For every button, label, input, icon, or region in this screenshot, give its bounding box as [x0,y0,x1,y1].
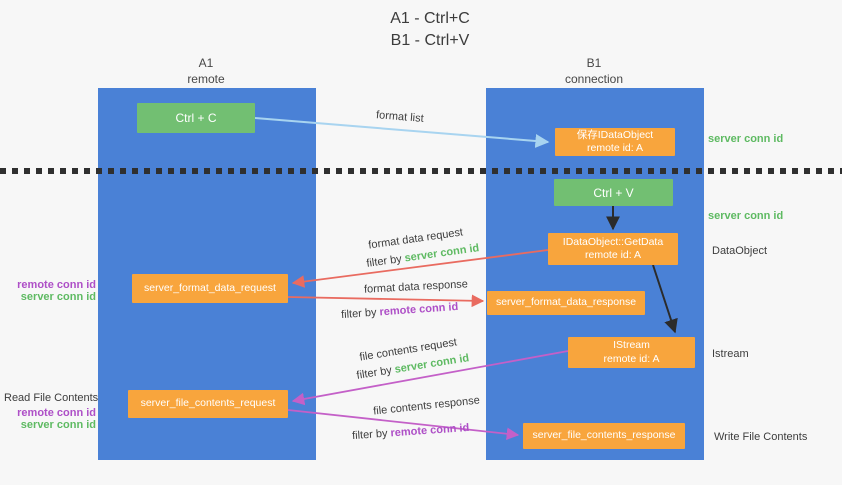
side-label-read-file-contents: Read File Contents [4,392,99,404]
node-save-dataobject-line2: remote id: A [586,142,644,154]
side-label-write-file-contents: Write File Contents [714,431,808,443]
node-ctrl-c: Ctrl + C [137,103,255,133]
lane-header-a1: A1 remote [116,56,296,87]
node-save-dataobject-line1: 保存IDataObject [576,128,654,141]
node-server-format-data-response: server_format_data_response [487,291,645,315]
lane-b1-role: connection [564,71,624,86]
node-ctrl-c-label: Ctrl + C [175,111,217,125]
node-server-format-data-request: server_format_data_request [132,274,288,303]
arrow-file-contents-response [287,409,520,441]
node-istream-line1: IStream [613,339,650,352]
side-label-server-conn-id-left-bottom: server conn id [20,419,96,431]
arrow-format-data-request [291,249,549,288]
lane-a1-name: A1 [198,56,214,70]
node-istream-line2: remote id: A [603,352,660,365]
lane-b1-name: B1 [586,56,602,70]
node-server-file-contents-request: server_file_contents_request [128,390,288,418]
side-label-dataobject: DataObject [712,245,768,257]
diagram-title-line1: A1 - Ctrl+C [390,10,470,27]
side-label-server-conn-id-mid: server conn id [708,210,784,222]
side-label-server-conn-id-top: server conn id [708,133,784,145]
diagram-title-line2: B1 - Ctrl+V [390,31,470,49]
node-server-file-contents-response-label: server_file_contents_response [532,429,676,442]
node-ctrl-v: Ctrl + V [554,179,673,206]
arrow-format-list [254,117,550,148]
copy-paste-divider-line [0,168,842,174]
side-label-remote-conn-id-top: remote conn id [17,279,96,291]
lane-a1-role: remote [187,71,225,86]
lane-header-b1: B1 connection [504,56,684,87]
side-label-istream: Istream [712,348,749,360]
node-idataobject-getdata-line2: remote id: A [584,249,642,261]
node-server-file-contents-response: server_file_contents_response [523,423,685,449]
node-idataobject-getdata-line1: IDataObject::GetData [562,235,664,248]
arrow-format-data-response [287,294,485,308]
arrow-getdata-to-istream [652,264,678,334]
node-idataobject-getdata: IDataObject::GetData remote id: A [548,233,678,265]
node-istream: IStream remote id: A [568,337,695,368]
node-ctrl-v-label: Ctrl + V [593,185,634,200]
node-server-file-contents-request-label: server_file_contents_request [140,397,276,410]
diagram-title: A1 - Ctrl+C B1 - Ctrl+V [320,8,540,51]
side-label-server-conn-id-left-top: server conn id [20,291,96,303]
arrow-file-contents-request [291,350,569,406]
node-server-format-data-response-label: server_format_data_response [495,296,637,309]
node-server-format-data-request-label: server_format_data_request [144,281,276,294]
side-label-remote-conn-id-bottom: remote conn id [17,407,96,419]
node-save-dataobject: 保存IDataObject remote id: A [555,128,675,156]
